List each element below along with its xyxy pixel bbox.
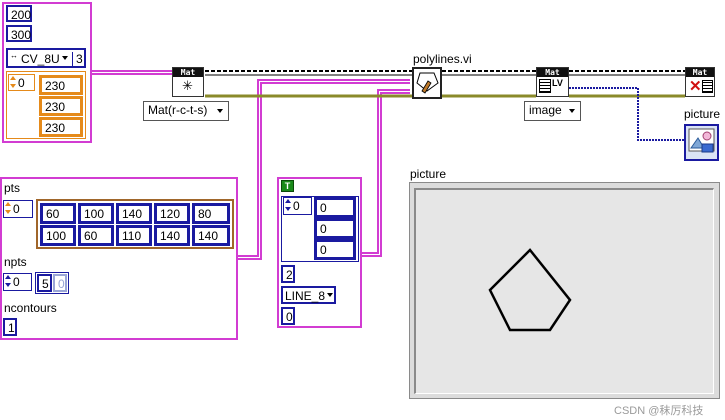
line-color-index-value: 0 [293,199,300,213]
decrement-icon[interactable] [5,283,11,287]
line-type-selector[interactable]: LINE_8 [281,286,336,304]
picture-icon [688,128,715,153]
mat-constructor-mode-value: Mat(r-c-t-s) [148,103,208,117]
line-color-value-2[interactable]: 0 [314,218,356,239]
pentagon-shape [488,248,572,332]
conversion-mode-value: image [529,103,562,117]
rows-input[interactable]: 200 [6,5,32,22]
polylines-vi-icon [416,72,439,94]
pts-cell[interactable]: 110 [116,225,152,246]
pts-cell[interactable]: 120 [154,203,190,224]
pts-cell[interactable]: 100 [40,225,76,246]
chevron-down-icon [62,56,68,60]
delete-icon: ✕ [689,78,702,95]
closed-boolean-label: T [284,181,291,191]
increment-icon[interactable] [285,199,291,203]
npts-index[interactable]: 0 [3,273,32,291]
thickness-value[interactable]: 2 [281,265,295,283]
npts-next-value[interactable]: 0 [53,274,67,292]
mat-constructor-node[interactable]: Mat ✳ [172,67,204,97]
mat-release-node[interactable]: Mat ✕ [685,67,715,97]
cols-input[interactable]: 300 [6,25,32,42]
shift-value[interactable]: 0 [281,307,295,325]
picture-indicator-label: picture [410,167,447,181]
pts-cell[interactable]: 60 [40,203,76,224]
pts-cell[interactable]: 140 [192,225,230,246]
polylines-vi-label: polylines.vi [413,52,472,66]
ncontours-label: ncontours [4,301,57,315]
pts-cell[interactable]: 140 [116,203,152,224]
mat-constructor-header: Mat [173,68,203,77]
color-value-3[interactable]: 230 [39,117,83,137]
conversion-mode-selector[interactable]: image [524,101,581,121]
type-selector[interactable]: ↔ CV_8U 3 [6,48,86,68]
picture-indicator [409,182,720,399]
polygon-drawing [488,248,572,332]
picture-terminal[interactable] [684,124,719,161]
pts-label: pts [4,181,21,195]
npts-label: npts [4,255,27,269]
chevron-down-icon [327,293,333,297]
closed-boolean[interactable]: T [281,180,294,192]
chevron-down-icon [569,109,575,113]
grid-icon [539,79,551,93]
npts-value[interactable]: 5 [37,274,52,292]
mat-release-header: Mat [686,68,714,77]
mat-constructor-mode[interactable]: Mat(r-c-t-s) [143,101,229,121]
line-color-array [281,196,359,262]
color-array [6,71,86,139]
polylines-vi-node[interactable] [412,67,442,99]
watermark: CSDN @秣厉科技 [614,405,704,417]
type-code: 3 [72,52,83,66]
increment-icon[interactable] [10,76,16,80]
chevron-down-icon [217,109,223,113]
line-color-value-1[interactable]: 0 [314,197,356,218]
line-color-index[interactable]: 0 [283,197,312,215]
pts-cell[interactable]: 140 [154,225,190,246]
pts-cell[interactable]: 60 [78,225,114,246]
color-array-index-value: 0 [18,76,25,90]
decrement-icon[interactable] [10,84,16,88]
decrement-icon[interactable] [285,207,291,211]
type-selector-value: CV_8U [21,52,60,66]
pts-cell[interactable]: 80 [192,203,230,224]
color-value-1[interactable]: 230 [39,75,83,95]
decrement-icon[interactable] [5,210,11,214]
pts-index-value: 0 [13,202,20,216]
ncontours-value[interactable]: 1 [3,318,17,336]
increment-icon[interactable] [5,275,11,279]
line-color-value-3[interactable]: 0 [314,239,356,260]
mat-to-picture-header: Mat [537,68,568,77]
labview-badge: LV [552,78,563,88]
pts-array [36,199,234,249]
picture-canvas [414,188,714,394]
pts-index[interactable]: 0 [3,200,33,218]
asterisk-icon: ✳ [182,78,193,93]
line-type-value: LINE_8 [285,289,326,303]
picture-terminal-label: picture [684,107,721,121]
mat-to-picture-node[interactable]: Mat LV [536,67,569,97]
color-value-2[interactable]: 230 [39,96,83,116]
pts-cell[interactable]: 100 [78,203,114,224]
npts-array [35,272,69,294]
grid-icon [702,80,713,93]
increment-icon[interactable] [5,202,11,206]
color-array-index[interactable]: 0 [8,74,35,91]
ring-arrows-icon: ↔ [10,51,18,60]
npts-index-value: 0 [13,275,20,289]
